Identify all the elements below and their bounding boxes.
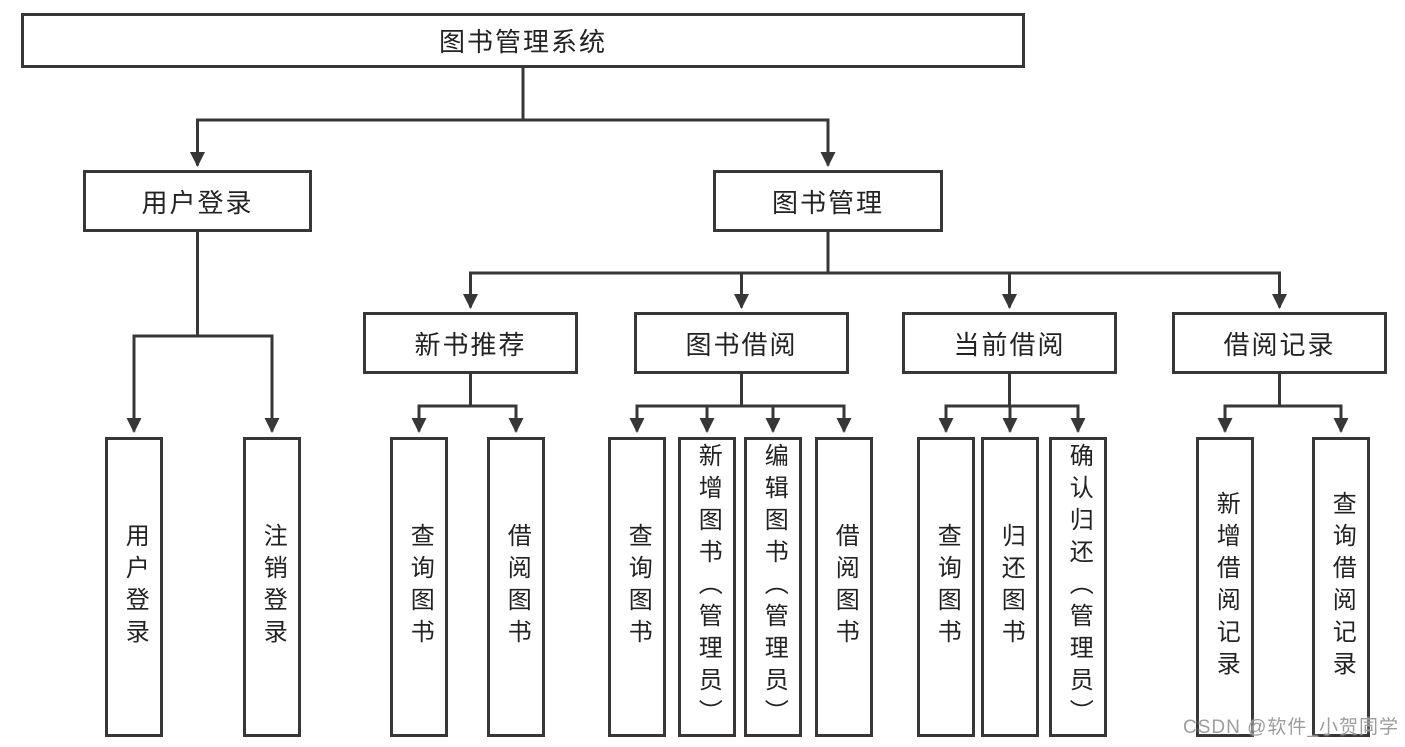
node-book-management: 图书管理 bbox=[713, 170, 943, 232]
leaf-borrow-books-2: 借阅图书 bbox=[815, 437, 873, 737]
leaf-query-borrow-record: 查询借阅记录 bbox=[1312, 437, 1370, 737]
leaf-query-books-2: 查询图书 bbox=[608, 437, 666, 737]
leaf-edit-book-admin: 编辑图书（管理员） bbox=[744, 437, 802, 737]
node-current-borrowing: 当前借阅 bbox=[902, 312, 1117, 374]
leaf-add-book-admin: 新增图书（管理员） bbox=[678, 437, 736, 737]
leaf-logout: 注销登录 bbox=[243, 437, 301, 737]
node-book-borrowing: 图书借阅 bbox=[634, 312, 849, 374]
leaf-query-books-3: 查询图书 bbox=[917, 437, 975, 737]
leaf-user-login: 用户登录 bbox=[105, 437, 163, 737]
leaf-return-books: 归还图书 bbox=[981, 437, 1039, 737]
leaf-borrow-books-1: 借阅图书 bbox=[487, 437, 545, 737]
node-root: 图书管理系统 bbox=[21, 13, 1025, 68]
leaf-query-books-1: 查询图书 bbox=[390, 437, 448, 737]
node-borrowing-records: 借阅记录 bbox=[1172, 312, 1387, 374]
node-new-book-recommendation: 新书推荐 bbox=[363, 312, 578, 374]
leaf-add-borrow-record: 新增借阅记录 bbox=[1196, 437, 1254, 737]
leaf-confirm-return-admin: 确认归还（管理员） bbox=[1049, 437, 1107, 737]
node-user-login: 用户登录 bbox=[83, 170, 312, 232]
csdn-watermark: CSDN @软件_小贺同学 bbox=[1183, 717, 1399, 738]
